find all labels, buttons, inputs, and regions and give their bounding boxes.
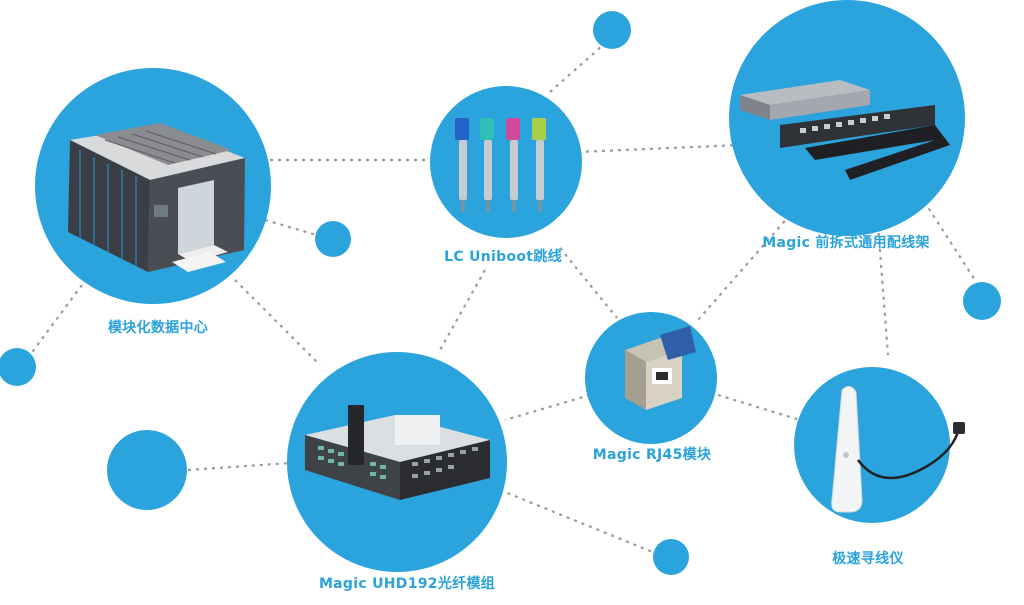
rj45-module-icon bbox=[625, 326, 696, 410]
fiber-module-icon bbox=[305, 405, 490, 500]
dot-top bbox=[593, 11, 631, 49]
dot-right bbox=[963, 282, 1001, 320]
link-lc-uhd bbox=[439, 269, 486, 351]
uhd192-label: Magic UHD192光纤模组 bbox=[318, 576, 496, 592]
cable-tracer-icon bbox=[831, 386, 965, 513]
link-lc-panel bbox=[577, 143, 741, 154]
lc-uniboot-circle[interactable] bbox=[430, 86, 582, 238]
link-uhd-dotleft bbox=[187, 461, 291, 472]
link-lc-rj45 bbox=[559, 247, 618, 319]
modular-datacenter-icon bbox=[68, 123, 245, 272]
rj45-label: Magic RJ45模块 bbox=[592, 447, 712, 463]
tracer-label: 极速寻线仪 bbox=[832, 551, 904, 567]
connector-lines bbox=[29, 45, 976, 555]
link-dc-dotleft bbox=[29, 284, 83, 356]
dot-far-left bbox=[0, 348, 36, 386]
decorative-dots bbox=[0, 11, 1001, 575]
link-panel-tracer bbox=[876, 224, 890, 356]
link-panel-dotright bbox=[919, 194, 976, 281]
link-rj45-uhd bbox=[504, 393, 591, 422]
dot-big-left bbox=[107, 430, 187, 510]
patch-panel-label: Magic 前拆式通用配线架 bbox=[762, 235, 930, 251]
datacenter-label: 模块化数据中心 bbox=[107, 320, 209, 336]
link-dc-uhd bbox=[234, 279, 321, 366]
link-dc-dot bbox=[264, 218, 321, 238]
dot-mid-left bbox=[315, 221, 351, 257]
patch-panel-icon bbox=[740, 80, 950, 180]
patch-cord-icon bbox=[455, 118, 546, 212]
tracer-circle[interactable] bbox=[794, 367, 950, 523]
lc-uniboot-label: LC Uniboot跳线 bbox=[444, 249, 562, 265]
dot-bottom bbox=[653, 539, 689, 575]
link-rj45-tracer bbox=[717, 393, 801, 422]
link-panel-rj45 bbox=[697, 214, 791, 321]
link-uhd-dotbottom bbox=[499, 488, 656, 555]
link-lc-dottop bbox=[549, 45, 603, 93]
